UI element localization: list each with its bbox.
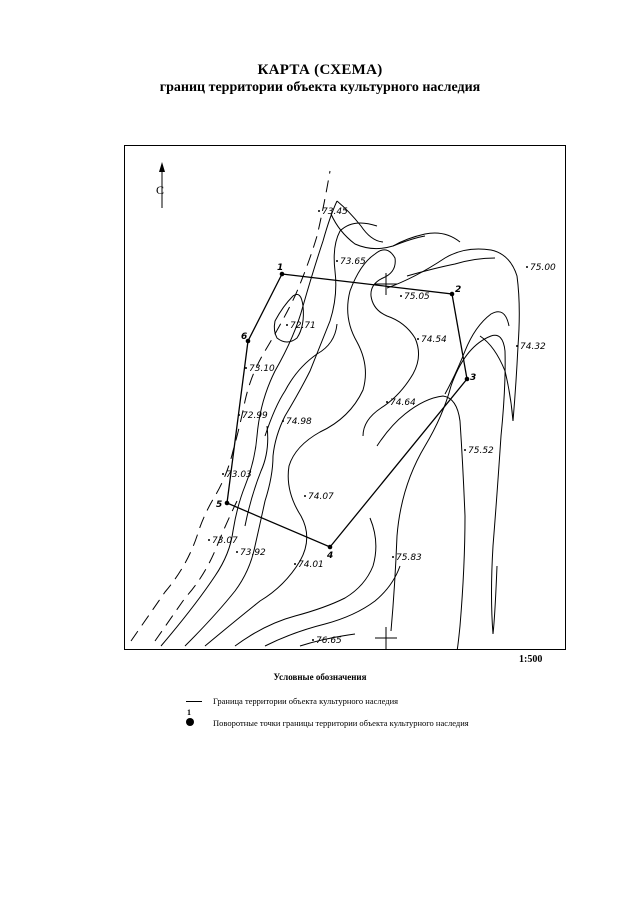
legend-point-number: 1 xyxy=(187,708,191,717)
elevation-point xyxy=(417,338,419,340)
elevation-point xyxy=(312,639,314,641)
elevation-label: 74.64 xyxy=(390,398,416,408)
turning-point-label: 6 xyxy=(241,332,247,342)
elevation-label: 75.00 xyxy=(530,263,556,273)
turning-point-label: 1 xyxy=(277,263,283,273)
turning-point-4 xyxy=(327,544,333,550)
elevation-point xyxy=(236,551,238,553)
elevation-point xyxy=(304,495,306,497)
elevation-label: 73.45 xyxy=(322,207,348,217)
map-frame: С 1 2 3 4 5 6 73.45 73.65 75.00 75.05 72.71 74.54 7… xyxy=(124,145,566,650)
elevation-label: 73.65 xyxy=(340,257,366,267)
map-title: КАРТА (СХЕМА) xyxy=(257,62,383,78)
legend-boundary-text: Граница территории объекта культурного н… xyxy=(213,696,399,706)
elevation-label: 74.07 xyxy=(308,492,334,502)
elevation-point xyxy=(222,473,224,475)
elevation-label: 74.54 xyxy=(421,335,447,345)
elevation-label: 72.71 xyxy=(290,321,316,331)
elevation-label: 73.07 xyxy=(212,536,238,546)
elevation-label: 75.83 xyxy=(396,553,422,563)
turning-point-2 xyxy=(449,291,455,297)
elevation-point xyxy=(286,324,288,326)
elevation-point xyxy=(238,414,240,416)
elevation-point xyxy=(464,449,466,451)
elevation-point xyxy=(386,401,388,403)
legend-turning-point-text: Поворотные точки границы территории объе… xyxy=(213,718,469,728)
turning-point-label: 2 xyxy=(455,285,461,295)
elevation-point xyxy=(208,539,210,541)
elevation-point xyxy=(282,420,284,422)
turning-point-1 xyxy=(279,271,285,277)
boundary-line-symbol xyxy=(186,701,202,703)
elevation-label: 75.52 xyxy=(468,446,494,456)
elevation-point xyxy=(336,260,338,262)
map-scale: 1:500 xyxy=(519,654,543,665)
elevation-label: 75.05 xyxy=(404,292,430,302)
elevation-label: 74.32 xyxy=(520,342,546,352)
turning-point-6 xyxy=(245,338,251,344)
turning-point-label: 3 xyxy=(470,373,476,383)
turning-point-label: 4 xyxy=(326,551,333,561)
elevation-point xyxy=(400,295,402,297)
elevation-label: 74.98 xyxy=(286,417,312,427)
elevation-point xyxy=(526,266,528,268)
north-arrow-icon xyxy=(159,162,165,208)
elevation-label: 72.99 xyxy=(242,411,268,421)
elevation-label: 73.92 xyxy=(240,548,266,558)
elevation-point xyxy=(392,556,394,558)
elevation-point xyxy=(516,345,518,347)
elevation-point xyxy=(294,563,296,565)
map-canvas: С 1 2 3 4 5 6 73.45 73.65 75.00 75.05 72.71 74.54 7… xyxy=(130,162,556,649)
elevation-label: 76.65 xyxy=(316,636,342,646)
turning-point-symbol xyxy=(186,718,194,726)
north-label: С xyxy=(156,183,164,197)
turning-point-label: 5 xyxy=(216,500,222,510)
map-subtitle: границ территории объекта культурного на… xyxy=(159,80,481,95)
legend-title: Условные обозначения xyxy=(273,672,367,682)
turning-point-3 xyxy=(464,376,470,382)
elevation-point xyxy=(318,210,320,212)
elevation-label: 73.10 xyxy=(249,364,275,374)
elevation-point xyxy=(245,367,247,369)
turning-point-5 xyxy=(224,500,230,506)
elevation-label: 73.03 xyxy=(226,470,252,480)
elevation-label: 74.01 xyxy=(298,560,324,570)
